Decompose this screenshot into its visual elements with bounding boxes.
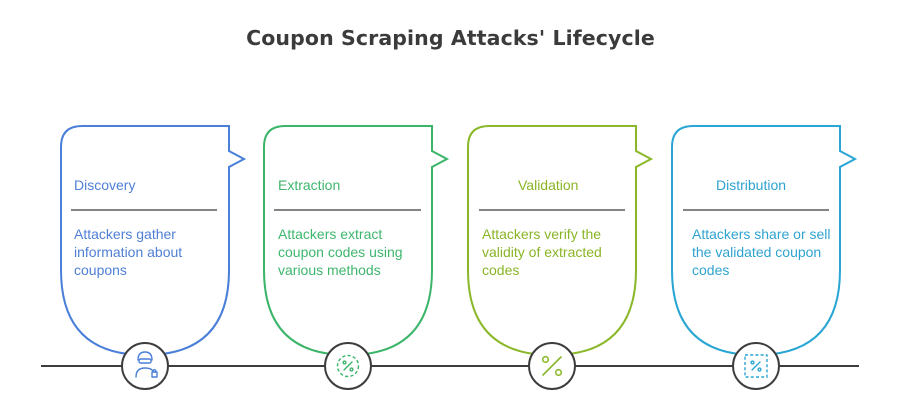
- stage-shape: [60, 125, 247, 357]
- percent-icon: [528, 342, 576, 390]
- stage-card-validation: [467, 125, 654, 357]
- coupon-percent-icon: [732, 342, 780, 390]
- hacker-icon: [121, 342, 169, 390]
- percent-badge-icon: [324, 342, 372, 390]
- stage-description-distribution: Attackers share or sell the validated co…: [692, 226, 831, 278]
- stage-card-distribution: [671, 125, 858, 357]
- diagram-title: Coupon Scraping Attacks' Lifecycle: [246, 26, 655, 50]
- stage-shape: [263, 125, 450, 357]
- stage-shape: [467, 125, 654, 357]
- stage-description-validation: Attackers verify the validity of extract…: [482, 226, 602, 278]
- stage-label-discovery: Discovery: [74, 177, 136, 193]
- stage-label-validation: Validation: [518, 177, 579, 193]
- stage-card-discovery: [60, 125, 247, 357]
- stage-shape: [671, 125, 858, 357]
- stage-card-extraction: [263, 125, 450, 357]
- stage-label-distribution: Distribution: [716, 177, 787, 193]
- stage-description-discovery: Attackers gather information about coupo…: [74, 226, 183, 278]
- stage-description-extraction: Attackers extract coupon codes using var…: [278, 226, 403, 278]
- stage-label-extraction: Extraction: [278, 177, 341, 193]
